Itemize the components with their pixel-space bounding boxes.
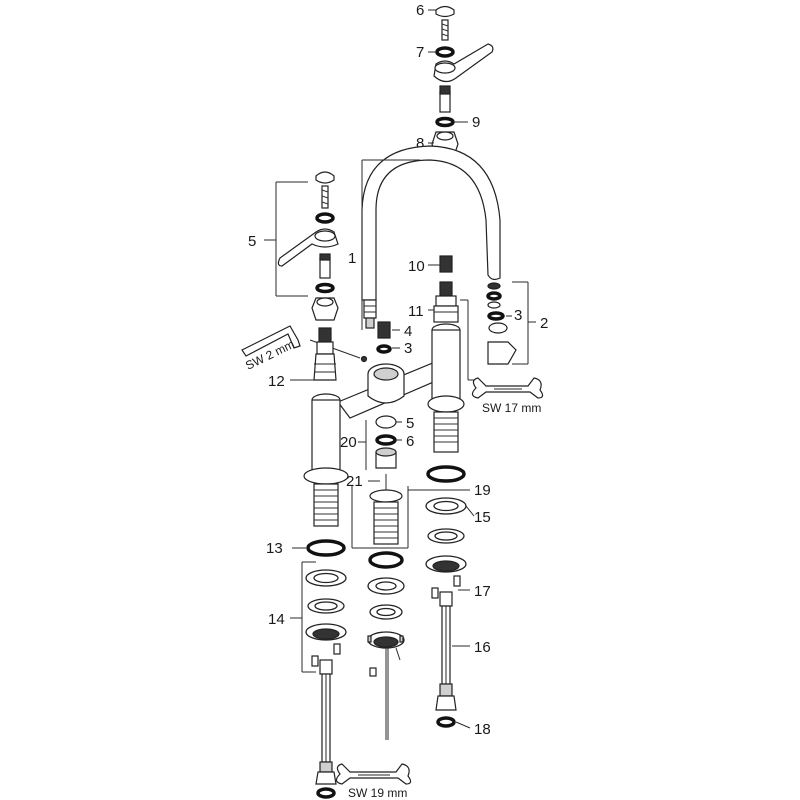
callout-3-center: 3 <box>404 340 412 357</box>
callout-2: 2 <box>540 315 548 332</box>
callout-9: 9 <box>472 114 480 131</box>
cartridge-right <box>433 255 459 323</box>
callout-13: 13 <box>266 540 283 557</box>
callout-18: 18 <box>474 721 491 738</box>
callout-17: 17 <box>474 583 491 600</box>
wrench-17mm <box>471 377 544 399</box>
center-washers <box>367 551 405 740</box>
callout-21: 21 <box>346 473 363 490</box>
wrench-19mm <box>335 763 412 785</box>
callout-8: 8 <box>416 135 424 152</box>
callout-5-center: 5 <box>406 415 414 432</box>
callout-6: 6 <box>416 2 424 19</box>
supply-hose-right <box>435 591 457 728</box>
left-washers <box>305 539 347 667</box>
callout-10: 10 <box>408 258 425 275</box>
supply-hose-left <box>315 659 337 799</box>
callout-20: 20 <box>340 434 357 451</box>
shank-left <box>313 483 339 527</box>
spout <box>361 145 501 329</box>
top-handle-assembly <box>431 5 494 157</box>
callout-12: 12 <box>268 373 285 390</box>
callout-15: 15 <box>474 509 491 526</box>
right-washers <box>425 465 467 599</box>
left-handle-assembly <box>277 171 339 321</box>
callout-4: 4 <box>404 323 412 340</box>
callout-1: 1 <box>348 250 356 267</box>
cartridge-left <box>313 327 337 381</box>
callout-19: 19 <box>474 482 491 499</box>
bridge-body <box>303 323 465 485</box>
callout-14: 14 <box>268 611 285 628</box>
hex-key-tool: SW 2 mm <box>241 325 368 373</box>
shank-right <box>433 411 459 453</box>
callout-5-left: 5 <box>248 233 256 250</box>
callout-11: 11 <box>408 303 424 320</box>
callout-3-right: 3 <box>514 307 522 324</box>
callout-7: 7 <box>416 44 424 61</box>
callout-16: 16 <box>474 639 491 656</box>
diverter-parts <box>486 282 517 365</box>
popup-assembly <box>369 415 403 545</box>
callout-6-center: 6 <box>406 433 414 450</box>
wrench-19-label: SW 19 mm <box>348 786 407 800</box>
aerator-parts <box>376 321 392 354</box>
wrench-17-label: SW 17 mm <box>482 401 541 415</box>
